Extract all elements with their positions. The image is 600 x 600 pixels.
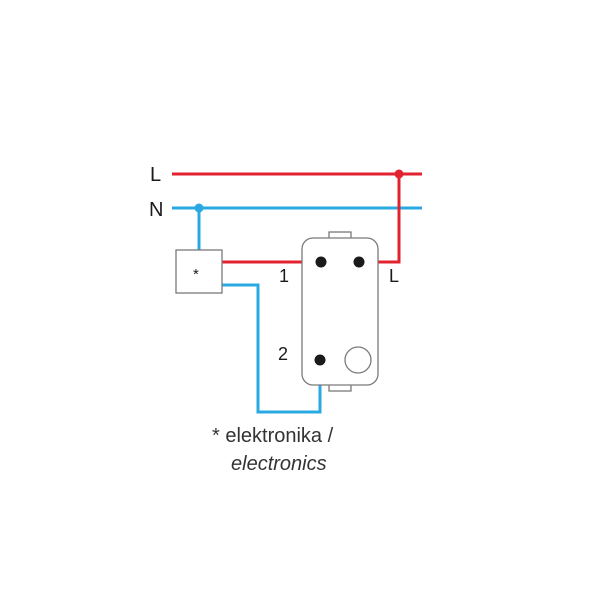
terminal-l-dot bbox=[353, 256, 365, 268]
line-wires bbox=[172, 172, 422, 264]
electronics-note-line-1: * elektronika / bbox=[212, 425, 334, 447]
switch-indicator-ring bbox=[344, 346, 372, 374]
terminal-1-label: 1 bbox=[279, 266, 289, 286]
electronics-note-line-2: electronics bbox=[231, 453, 327, 475]
neutral-label: N bbox=[149, 199, 163, 221]
switch-device bbox=[301, 231, 379, 392]
line-junction-dot bbox=[394, 169, 404, 179]
electronics-box-star: * bbox=[193, 266, 199, 283]
line-label: L bbox=[150, 164, 161, 186]
terminal-2-dot bbox=[314, 354, 326, 366]
terminal-l-label: L bbox=[389, 266, 399, 286]
electronics-to-terminal-2-wire bbox=[222, 283, 322, 414]
neutral-junction-dot bbox=[194, 203, 204, 213]
neutral-wires bbox=[172, 206, 422, 414]
electronics-box bbox=[175, 249, 223, 294]
terminal-2-label: 2 bbox=[278, 344, 288, 364]
terminal-1-dot bbox=[315, 256, 327, 268]
